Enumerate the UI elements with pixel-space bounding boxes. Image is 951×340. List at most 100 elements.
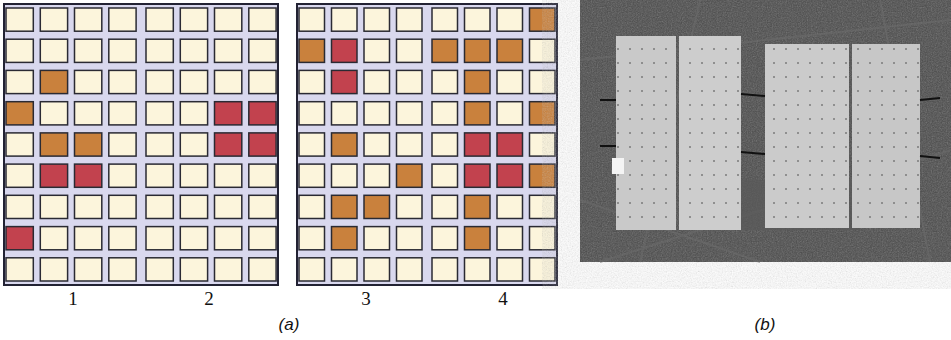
grid-cell (299, 195, 325, 218)
grid-cell (497, 195, 523, 218)
grid-cell (109, 102, 136, 125)
grid-cell (146, 258, 173, 281)
grid-cell (465, 133, 491, 156)
grid-cell (530, 164, 556, 187)
grid-cell (180, 102, 207, 125)
grid-cell (109, 258, 136, 281)
grid-cell (530, 39, 556, 62)
grid-cell (364, 227, 390, 250)
grid-cell (6, 195, 33, 218)
grid-cell (397, 258, 423, 281)
column-group-number: 4 (498, 289, 508, 308)
grid-cell (40, 195, 67, 218)
grid-cell (299, 102, 325, 125)
grid-cell (249, 164, 276, 187)
grid-cell (465, 195, 491, 218)
panel-caption: (b) (755, 316, 776, 333)
grid-panel (4, 4, 278, 285)
grid-cell (180, 164, 207, 187)
grid-cell (109, 39, 136, 62)
grid-cell (332, 133, 358, 156)
grid-cell (249, 258, 276, 281)
grid-cell (332, 227, 358, 250)
grid-cell (75, 195, 102, 218)
grid-cell (299, 39, 325, 62)
grid-cell (6, 258, 33, 281)
grid-cell (109, 133, 136, 156)
column-group-number: 3 (361, 289, 371, 308)
grid-cell (299, 227, 325, 250)
grid-cell (397, 227, 423, 250)
grid-cell (40, 227, 67, 250)
grid-cell (40, 133, 67, 156)
grid-cell (432, 70, 458, 93)
grid-cell (497, 258, 523, 281)
grid-cell (364, 70, 390, 93)
grid-cell (75, 258, 102, 281)
grid-cell (6, 39, 33, 62)
grid-cell (432, 39, 458, 62)
grid-cell (465, 8, 491, 31)
grid-cell (215, 8, 242, 31)
grid-cell (6, 227, 33, 250)
grid-cell (146, 8, 173, 31)
grid-cells (6, 8, 555, 281)
grid-cell (75, 164, 102, 187)
grid-cell (6, 133, 33, 156)
grid-cell (180, 8, 207, 31)
grid-cell (432, 227, 458, 250)
grid-cell (397, 8, 423, 31)
grid-cell (109, 227, 136, 250)
grid-cell (146, 133, 173, 156)
grid-cell (299, 133, 325, 156)
grid-cell (215, 227, 242, 250)
grid-cell (497, 133, 523, 156)
grid-cell (180, 70, 207, 93)
grid-cell (332, 258, 358, 281)
grid-cell (465, 70, 491, 93)
grid-cell (180, 133, 207, 156)
grid-cell (497, 164, 523, 187)
grid-cell (180, 227, 207, 250)
grid-cell (530, 102, 556, 125)
grid-cell (530, 258, 556, 281)
grid-cell (215, 102, 242, 125)
grid-cell (530, 70, 556, 93)
grid-cell (109, 8, 136, 31)
grid-cell (530, 8, 556, 31)
grid-cell (299, 258, 325, 281)
grid-cell (299, 8, 325, 31)
grid-cell (6, 102, 33, 125)
grid-cell (40, 258, 67, 281)
grid-cell (364, 164, 390, 187)
grid-cell (215, 195, 242, 218)
grid-cell (249, 8, 276, 31)
grid-cell (215, 39, 242, 62)
grid-cell (249, 133, 276, 156)
grid-cell (364, 258, 390, 281)
grid-cell (397, 195, 423, 218)
grid-cell (215, 133, 242, 156)
grid-cell (397, 164, 423, 187)
grid-cell (465, 164, 491, 187)
grid-cell (180, 195, 207, 218)
panel-caption: (a) (279, 316, 300, 333)
grid-cell (432, 102, 458, 125)
grid-cell (40, 70, 67, 93)
grid-cell (397, 70, 423, 93)
photo (580, 0, 951, 262)
grid-cell (249, 195, 276, 218)
grid-cell (497, 70, 523, 93)
grid-cell (249, 102, 276, 125)
grid-cell (332, 164, 358, 187)
grid-cell (146, 164, 173, 187)
grid-cell (465, 39, 491, 62)
grid-cell (75, 102, 102, 125)
grid-cell (497, 8, 523, 31)
grid-cell (146, 102, 173, 125)
grid-cell (530, 133, 556, 156)
grid-cell (397, 102, 423, 125)
grid-cell (75, 70, 102, 93)
